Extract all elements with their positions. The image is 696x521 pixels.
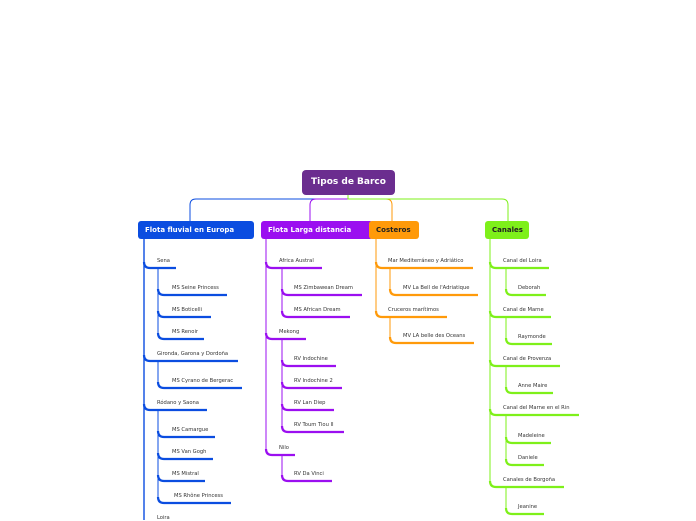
item-daniele[interactable]: Daniele [518,455,538,461]
topic-canal-loira[interactable]: Canal del Loira [503,258,542,264]
connector-provenza-item1 [504,386,553,395]
topic-mar-mediterraneo[interactable]: Mar Mediterráneo y Adriático [388,258,464,264]
topic-loira[interactable]: Loira [157,515,170,521]
connector-sena-item2 [156,310,211,319]
connector-mekong-item4 [280,425,344,434]
item-rv-toum-tiou[interactable]: RV Toum Tiou II [294,422,334,428]
connector-rodano-item3 [156,474,205,483]
connector-canales-provenza [488,359,560,368]
connector-loira-item1 [504,288,546,297]
connector-canales-marne [488,310,551,319]
connector-mekong-item2 [280,381,342,390]
connector-canales-borgona [488,480,564,489]
connector-root-fluvial [189,195,349,221]
connector-marne-item1 [504,337,552,346]
topic-africa-austral[interactable]: Africa Austral [279,258,314,264]
connector-sena-item3 [156,332,204,341]
connector-borgona-item1 [504,507,544,516]
item-raymonde[interactable]: Raymonde [518,334,546,340]
connector-canales-loira [488,261,549,270]
branch-costeros[interactable]: Costeros [369,221,419,239]
topic-sena[interactable]: Sena [157,258,170,264]
item-rv-lan-diep[interactable]: RV Lan Diep [294,400,326,406]
item-madeleine[interactable]: Madeleine [518,433,545,439]
topic-canal-marne[interactable]: Canal de Marne [503,307,544,313]
connector-root-canales [347,195,509,221]
item-deborah[interactable]: Deborah [518,285,541,291]
connector-root-larga [309,195,349,221]
connector-costeros-mar [374,261,473,270]
item-rv-indochine[interactable]: RV Indochine [294,356,328,362]
connector-fluvial-rodano [142,403,207,412]
topic-cruceros-maritimos[interactable]: Cruceros marítimos [388,307,439,313]
connector-larga-nilo [264,448,295,457]
item-ms-cyrano[interactable]: MS Cyrano de Bergerac [172,378,234,384]
item-ms-renoir[interactable]: MS Renoir [172,329,199,335]
connector-nilo-item1 [280,474,332,483]
item-rv-indochine-2[interactable]: RV Indochine 2 [294,378,333,384]
connector-mar-item1 [388,288,478,297]
item-ms-african-dream[interactable]: MS African Dream [294,307,341,313]
connector-marne-rin-item1 [504,436,551,445]
item-ms-camargue[interactable]: MS Camargue [172,427,209,433]
item-ms-rhone-princess[interactable]: MS Rhône Princess [174,493,223,499]
connector-costeros-cruceros [374,310,447,319]
connector-cruceros-item1 [388,336,474,345]
connector-fluvial-sena [142,261,176,270]
item-rv-da-vinci[interactable]: RV Da Vinci [294,471,324,477]
topic-nilo[interactable]: Nilo [279,445,289,451]
connector-gironda-item1 [156,381,242,390]
topic-canal-marne-rin[interactable]: Canal del Marne en el Rin [503,405,570,411]
connector-larga-mekong [264,332,306,341]
item-jeanine[interactable]: Jeanine [518,504,538,510]
item-ms-boticelli[interactable]: MS Boticelli [172,307,202,313]
topic-rodano[interactable]: Ródano y Saona [157,400,199,406]
connector-mekong-item1 [280,359,336,368]
connector-sena-item1 [156,288,227,297]
topic-mekong[interactable]: Mekong [279,329,300,335]
connector-africa-item2 [280,310,350,319]
connector-rodano-item4 [156,496,231,505]
connector-larga-africa [264,261,322,270]
root-node[interactable]: Tipos de Barco [302,170,395,195]
item-ms-van-gogh[interactable]: MS Van Gogh [172,449,207,455]
branch-flota-larga[interactable]: Flota Larga distancia [261,221,373,239]
connector-rodano-item2 [156,452,213,461]
branch-flota-fluvial[interactable]: Flota fluvial en Europa [138,221,254,239]
connector-canales-marne-rin [488,408,579,417]
connector-fluvial-gironda [142,354,238,363]
topic-canal-provenza[interactable]: Canal de Provenza [503,356,552,362]
connector-africa-item1 [280,288,362,297]
item-mv-la-belle-oceans[interactable]: MV LA belle des Oceans [403,333,466,339]
connector-rodano-item1 [156,430,215,439]
connector-marne-rin-item2 [504,458,544,467]
item-ms-mistral[interactable]: MS Mistral [172,471,199,477]
item-ms-seine-princess[interactable]: MS Seine Princess [172,285,219,291]
topic-canales-borgona[interactable]: Canales de Borgoña [503,477,556,483]
topic-gironda[interactable]: Gironda, Garona y Dordoña [157,351,229,357]
branch-canales[interactable]: Canales [485,221,529,239]
item-mv-la-bell[interactable]: MV La Bell de l'Adriatique [403,285,470,291]
item-ms-zimbawean-dream[interactable]: MS Zimbawean Dream [294,285,353,291]
item-anne-maire[interactable]: Anne Maire [518,383,548,389]
connector-mekong-item3 [280,403,334,412]
